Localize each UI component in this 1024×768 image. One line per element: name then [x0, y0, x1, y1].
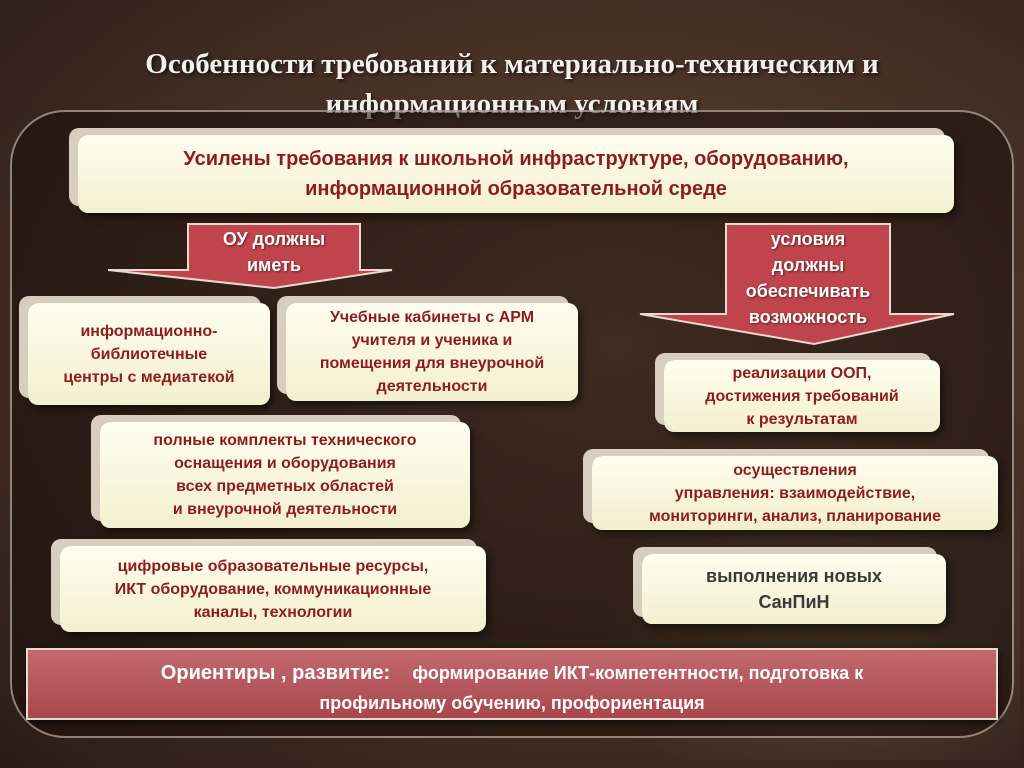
equipment-sets-box: полные комплекты технического оснащения … [100, 422, 470, 528]
sanpin-box: выполнения новых СанПиН [642, 554, 946, 624]
item-line: мониторинги, анализ, планирование [649, 507, 941, 525]
library-centers-box: информационно- библиотечные центры с мед… [28, 303, 270, 405]
right-arrow-line-2: должны [771, 255, 845, 275]
item-line: полные комплекты технического [153, 432, 417, 449]
requirements-header-box: Усилены требования к школьной инфраструк… [78, 135, 954, 213]
item-line: СанПиН [758, 592, 830, 612]
requirements-line-2: информационной образовательной среде [305, 178, 727, 200]
right-arrow-line-4: возможность [748, 307, 868, 327]
management-box: осуществления управления: взаимодействие… [592, 456, 998, 530]
right-arrow-line-3: обеспечивать [745, 281, 871, 301]
item-line: информационно- [80, 322, 218, 340]
requirements-line-1: Усилены требования к школьной инфраструк… [183, 148, 849, 170]
left-arrow-label: ОУ должны иметь [188, 226, 360, 278]
item-line: ИКТ оборудование, коммуникационные [114, 580, 432, 598]
item-line: деятельности [376, 378, 488, 395]
right-arrow-line-1: условия [770, 229, 846, 249]
right-arrow-label: условия должны обеспечивать возможность [722, 226, 894, 330]
item-line: осуществления [733, 461, 857, 479]
item-line: выполнения новых [706, 566, 882, 586]
item-line: всех предметных областей [176, 478, 394, 495]
digital-resources-box: цифровые образовательные ресурсы, ИКТ об… [60, 546, 486, 632]
item-line: достижения требований [705, 387, 899, 405]
banner-text-2: профильному обучению, профориентация [319, 693, 705, 713]
right-down-arrow [639, 223, 955, 346]
item-line: цифровые образовательные ресурсы, [117, 557, 429, 575]
item-line: оснащения и оборудования [174, 455, 396, 472]
item-line: каналы, технологии [193, 603, 353, 621]
item-line: учителя и ученика и [351, 332, 513, 349]
item-line: помещения для внеурочной [319, 355, 545, 372]
item-line: реализации ООП, [732, 364, 872, 382]
item-line: центры с медиатекой [63, 368, 235, 386]
item-line: управления: взаимодействие, [674, 484, 916, 502]
item-line: к результатам [746, 410, 858, 428]
item-line: Учебные кабинеты с АРМ [329, 309, 535, 326]
left-down-arrow [107, 223, 393, 290]
item-line: библиотечные [90, 345, 208, 363]
left-arrow-line-1: ОУ должны [222, 229, 326, 249]
left-arrow-line-2: иметь [246, 255, 302, 275]
title-line-1: Особенности требований к материально-тех… [145, 48, 879, 80]
guidelines-banner: Ориентиры , развитие: формирование ИКТ-к… [26, 648, 998, 720]
banner-line-1: Ориентиры , развитие: формирование ИКТ-к… [40, 659, 984, 689]
oop-implementation-box: реализации ООП, достижения требований к … [664, 360, 940, 432]
banner-line-2: профильному обучению, профориентация [40, 689, 984, 719]
banner-text-1: формирование ИКТ-компетентности, подгото… [412, 663, 864, 683]
banner-lead: Ориентиры , развитие: [160, 662, 391, 684]
classrooms-box: Учебные кабинеты с АРМ учителя и ученика… [286, 303, 578, 401]
item-line: и внеурочной деятельности [172, 501, 398, 518]
